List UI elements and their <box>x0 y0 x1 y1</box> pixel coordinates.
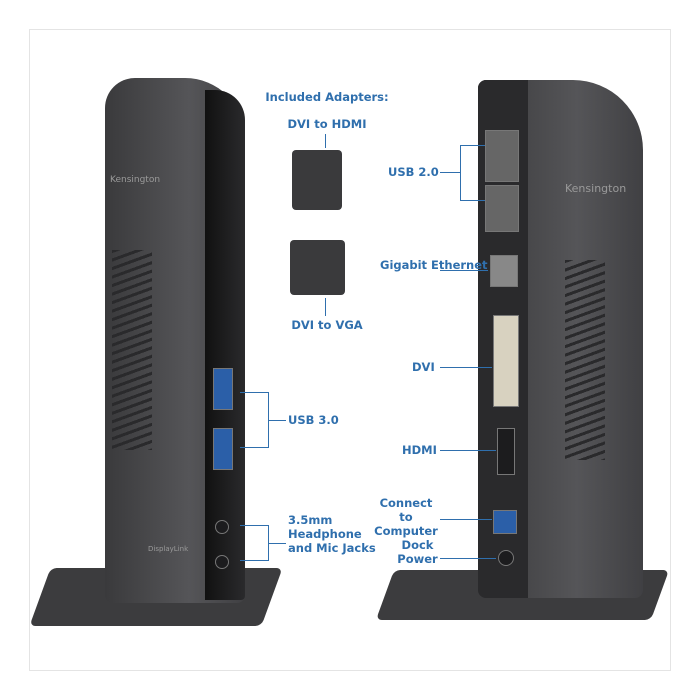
dvi-to-hdmi-label: DVI to HDMI <box>287 117 367 131</box>
mic-jack <box>215 555 229 569</box>
audio-jacks-label: 3.5mm Headphone and Mic Jacks <box>288 513 376 555</box>
hdmi-port <box>497 428 515 475</box>
dvi-port <box>493 315 519 407</box>
left-vent <box>112 250 152 450</box>
usb30-label: USB 3.0 <box>288 413 339 427</box>
usb3-port <box>213 428 233 470</box>
right-vent <box>565 260 605 460</box>
dvi-to-vga-label: DVI to VGA <box>291 318 363 332</box>
left-dock-front <box>205 90 245 600</box>
usb20-label: USB 2.0 <box>388 165 439 179</box>
included-adapters-label: Included Adapters: <box>265 90 389 104</box>
connect-to-computer-label: Connect to Computer <box>374 496 438 538</box>
displaylink-logo: DisplayLink <box>148 545 189 553</box>
usb2-ports <box>485 130 519 182</box>
gigabit-ethernet-label: Gigabit Ethernet <box>380 258 488 272</box>
dvi-label: DVI <box>412 360 435 374</box>
usb-b-port <box>493 510 517 534</box>
dock-power-label: Dock Power <box>397 538 438 566</box>
hdmi-label: HDMI <box>402 443 437 457</box>
dvi-to-hdmi-adapter <box>292 150 342 210</box>
dvi-to-vga-adapter <box>290 240 345 295</box>
headphone-jack <box>215 520 229 534</box>
usb2-ports <box>485 185 519 232</box>
brand-text: Kensington <box>110 175 161 185</box>
power-port <box>498 550 514 566</box>
brand-text: Kensington <box>565 182 627 195</box>
ethernet-port <box>490 255 518 287</box>
usb3-port <box>213 368 233 410</box>
